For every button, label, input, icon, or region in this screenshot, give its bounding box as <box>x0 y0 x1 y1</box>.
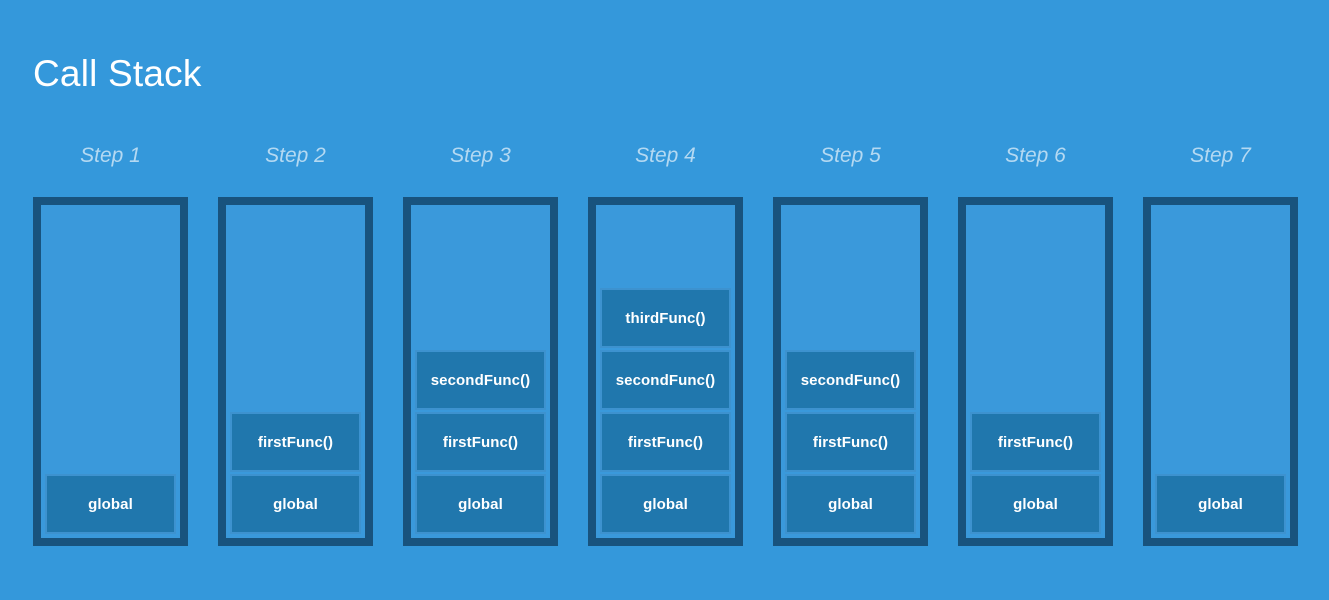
stack-frame-inner: secondFunc()firstFunc()global <box>415 209 546 534</box>
stack-frame-box: firstFunc() <box>970 412 1101 472</box>
stack-frame-box: secondFunc() <box>415 350 546 410</box>
step-label: Step 2 <box>265 144 326 167</box>
stack-frame-box: secondFunc() <box>600 350 731 410</box>
stack-frame: global <box>1143 197 1298 546</box>
step-label: Step 3 <box>450 144 511 167</box>
stack-frame-inner: secondFunc()firstFunc()global <box>785 209 916 534</box>
step-label: Step 5 <box>820 144 881 167</box>
step-label: Step 7 <box>1190 144 1251 167</box>
step-column-4: Step 4 thirdFunc()secondFunc()firstFunc()… <box>588 140 743 546</box>
stack-frame-inner: firstFunc()global <box>230 209 361 534</box>
stack-frame-box: firstFunc() <box>415 412 546 472</box>
step-label: Step 6 <box>1005 144 1066 167</box>
step-column-6: Step 6 firstFunc()global <box>958 140 1113 546</box>
stack-frame-box: global <box>415 474 546 534</box>
stack-frame: thirdFunc()secondFunc()firstFunc()global <box>588 197 743 546</box>
stack-frame-box: global <box>785 474 916 534</box>
stack-frame-box: global <box>970 474 1101 534</box>
stack-frame-inner: thirdFunc()secondFunc()firstFunc()global <box>600 209 731 534</box>
stack-frame-box: secondFunc() <box>785 350 916 410</box>
stack-frame-box: global <box>45 474 176 534</box>
stack-frame: global <box>33 197 188 546</box>
stack-frame: secondFunc()firstFunc()global <box>773 197 928 546</box>
stack-frame-inner: firstFunc()global <box>970 209 1101 534</box>
stack-frame: secondFunc()firstFunc()global <box>403 197 558 546</box>
stack-frame-box: firstFunc() <box>785 412 916 472</box>
step-column-5: Step 5 secondFunc()firstFunc()global <box>773 140 928 546</box>
page-title: Call Stack <box>33 53 202 94</box>
stack-frame-inner: global <box>45 209 176 534</box>
step-column-2: Step 2 firstFunc()global <box>218 140 373 546</box>
stack-frame-box: firstFunc() <box>230 412 361 472</box>
step-column-1: Step 1 global <box>33 140 188 546</box>
stack-frame-box: global <box>1155 474 1286 534</box>
step-label: Step 4 <box>635 144 696 167</box>
stack-frame-box: global <box>230 474 361 534</box>
stack-frame-inner: global <box>1155 209 1286 534</box>
stack-frame-box: global <box>600 474 731 534</box>
step-column-7: Step 7 global <box>1143 140 1298 546</box>
stack-frame: firstFunc()global <box>958 197 1113 546</box>
stack-frame-box: thirdFunc() <box>600 288 731 348</box>
stack-frame-box: firstFunc() <box>600 412 731 472</box>
step-label: Step 1 <box>80 144 141 167</box>
stack-frame: firstFunc()global <box>218 197 373 546</box>
step-column-3: Step 3 secondFunc()firstFunc()global <box>403 140 558 546</box>
